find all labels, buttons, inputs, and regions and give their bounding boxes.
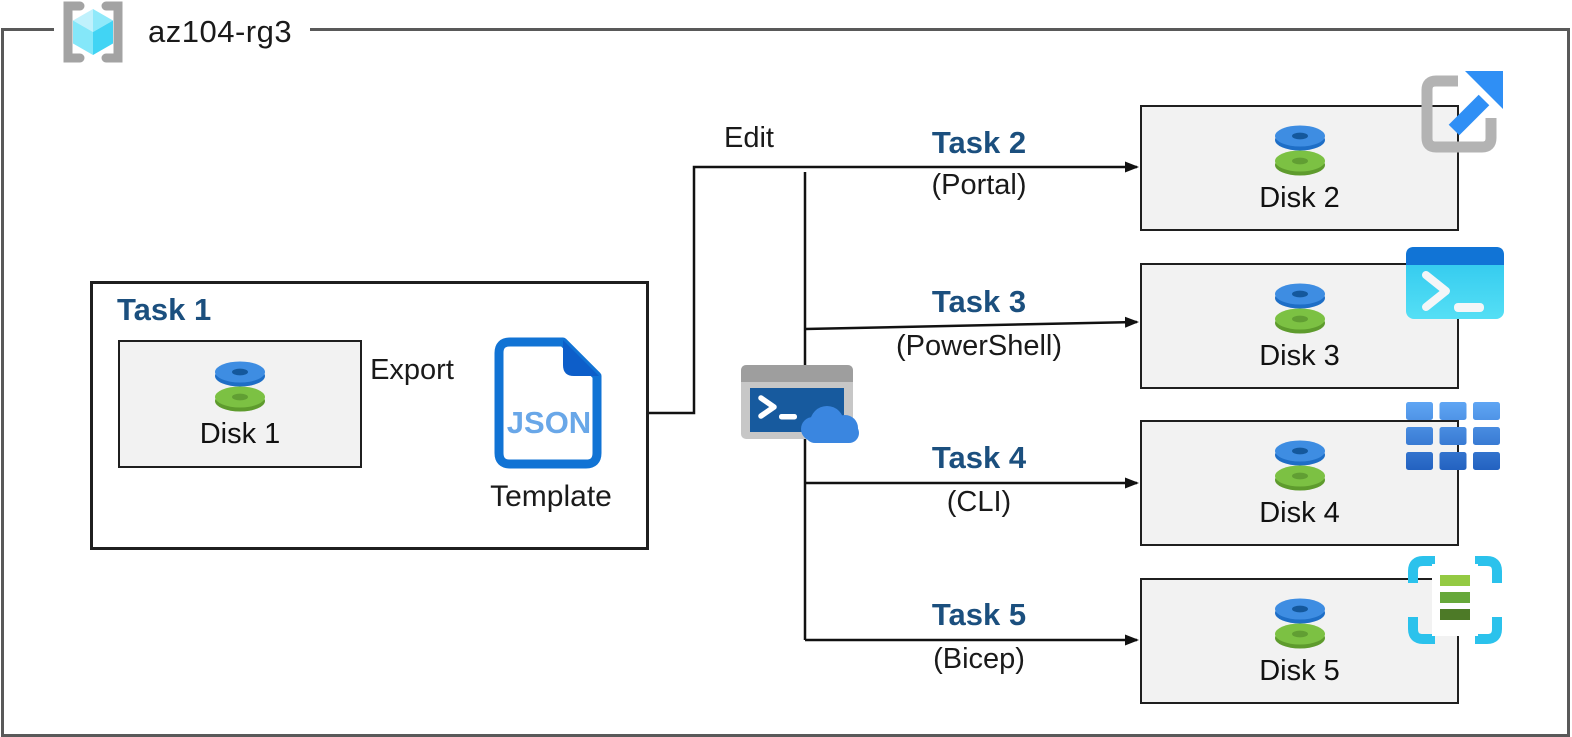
json-template-icon: JSON [494,337,602,469]
disk-label: Disk 1 [199,418,281,450]
disk-box-2: Disk 2 [1140,105,1459,231]
task2-label: Task 2 [931,125,1027,160]
powershell-icon [1406,247,1504,319]
cloud-shell-icon [741,365,859,443]
resource-group-header: az104-rg3 [54,0,311,64]
task5-method-label: (Bicep) [933,643,1025,675]
resource-group-title: az104-rg3 [148,14,293,49]
disk-box-5: Disk 5 [1140,578,1459,704]
json-badge: JSON [507,405,591,440]
task1-label: Task 1 [117,292,212,327]
resource-group-boundary [1,28,1570,737]
bicep-template-icon [1408,556,1502,644]
disk-box-4: Disk 4 [1140,420,1459,546]
template-label: Template [490,480,612,513]
open-in-portal-icon [1421,71,1503,153]
task5-label: Task 5 [931,597,1027,632]
managed-disk-icon [1274,125,1325,176]
managed-disk-icon [1274,598,1325,649]
resource-group-icon [63,1,123,63]
task3-method-label: (PowerShell) [896,330,1062,362]
disk-label: Disk 4 [1259,497,1340,529]
managed-disk-icon [1274,440,1325,491]
disk-box-1: Disk 1 [118,340,362,468]
task3-label: Task 3 [931,284,1027,319]
disk-label: Disk 3 [1259,340,1340,372]
export-label: Export [370,354,454,386]
task4-method-label: (CLI) [946,486,1012,518]
task4-label: Task 4 [931,440,1027,475]
task2-method-label: (Portal) [931,169,1027,201]
managed-disk-icon [1274,283,1325,334]
disk-label: Disk 2 [1259,182,1340,214]
managed-disk-icon [215,361,265,412]
azure-cli-icon [1406,402,1500,470]
edit-label: Edit [724,122,774,154]
disk-box-3: Disk 3 [1140,263,1459,389]
disk-label: Disk 5 [1259,655,1340,687]
